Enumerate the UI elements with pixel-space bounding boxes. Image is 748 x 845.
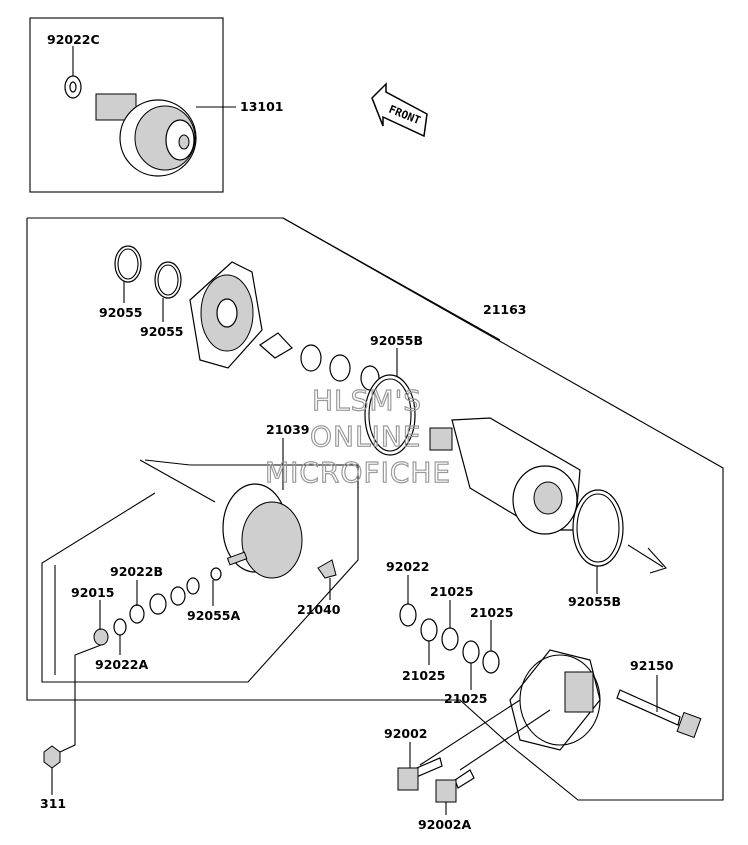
label-21039: 21039 xyxy=(266,422,310,437)
washer-92022b-3 xyxy=(170,586,186,606)
yoke-axis-line xyxy=(627,544,664,568)
washer-92022b-4 xyxy=(186,577,200,595)
label-21025-4: 21025 xyxy=(444,691,488,706)
label-21163: 21163 xyxy=(483,302,527,317)
label-92022a: 92022A xyxy=(95,657,148,672)
washer-a xyxy=(300,344,322,372)
label-92055-1: 92055 xyxy=(99,305,143,320)
bolt-92002 xyxy=(397,757,443,791)
assembly-outline-bottom xyxy=(92,699,511,746)
label-92150: 92150 xyxy=(630,658,674,673)
washer-92022a xyxy=(113,618,127,636)
label-92022: 92022 xyxy=(386,559,430,574)
shim-21025-1 xyxy=(420,618,438,642)
washer-92022 xyxy=(399,603,417,627)
label-21025-2: 21025 xyxy=(470,605,514,620)
inset-box xyxy=(29,17,224,193)
o-ring-92055-1 xyxy=(114,245,142,283)
front-cover xyxy=(189,261,263,369)
o-ring-92055-2 xyxy=(154,261,182,299)
bolt-92002a xyxy=(435,769,475,803)
label-92015: 92015 xyxy=(71,585,115,600)
label-92022b: 92022B xyxy=(110,564,163,579)
assembly-outline-left xyxy=(26,218,92,701)
o-ring-92055b-1 xyxy=(364,374,416,456)
watermark-line-1: HLSM'S xyxy=(312,384,422,417)
washer-92022b-1 xyxy=(129,604,145,624)
nut-311 xyxy=(43,745,61,769)
label-92055b-2: 92055B xyxy=(568,594,621,609)
label-92022c: 92022C xyxy=(47,32,100,47)
assembly-outline xyxy=(27,217,724,801)
label-92055-2: 92055 xyxy=(140,324,184,339)
label-21040: 21040 xyxy=(297,602,341,617)
washer-92022b-2 xyxy=(149,593,167,615)
watermark-line-2: ONLINE xyxy=(310,420,421,453)
shim-21025-2 xyxy=(441,627,459,651)
label-21025-1: 21025 xyxy=(430,584,474,599)
brush-spring xyxy=(317,559,337,579)
label-92055a: 92055A xyxy=(187,608,240,623)
brush-box-arrow-line xyxy=(139,459,216,503)
label-13101: 13101 xyxy=(240,99,284,114)
label-21025-3: 21025 xyxy=(402,668,446,683)
shim-21025-4 xyxy=(482,650,500,674)
label-92002a: 92002A xyxy=(418,817,471,832)
rear-cover xyxy=(509,649,601,751)
brush-holder xyxy=(222,483,303,579)
motor-yoke xyxy=(429,417,581,535)
label-311: 311 xyxy=(40,796,66,811)
brush-box-outline xyxy=(41,464,359,683)
label-92002: 92002 xyxy=(384,726,428,741)
yoke-axis-arrow xyxy=(647,547,667,574)
bolt-92150 xyxy=(616,689,702,739)
watermark-line-3: MICROFICHE xyxy=(265,456,451,489)
label-92055b-1: 92055B xyxy=(370,333,423,348)
washer-b xyxy=(329,354,351,382)
o-ring-92055a xyxy=(210,567,222,581)
front-arrow-icon: FRONT xyxy=(371,82,428,138)
starter-clutch xyxy=(95,93,197,177)
lock-washer xyxy=(259,332,293,359)
nut-92015 xyxy=(93,628,109,646)
brush-box-edge xyxy=(144,459,191,466)
shim-21025-3 xyxy=(462,640,480,664)
o-ring-92055b-2 xyxy=(572,489,624,567)
